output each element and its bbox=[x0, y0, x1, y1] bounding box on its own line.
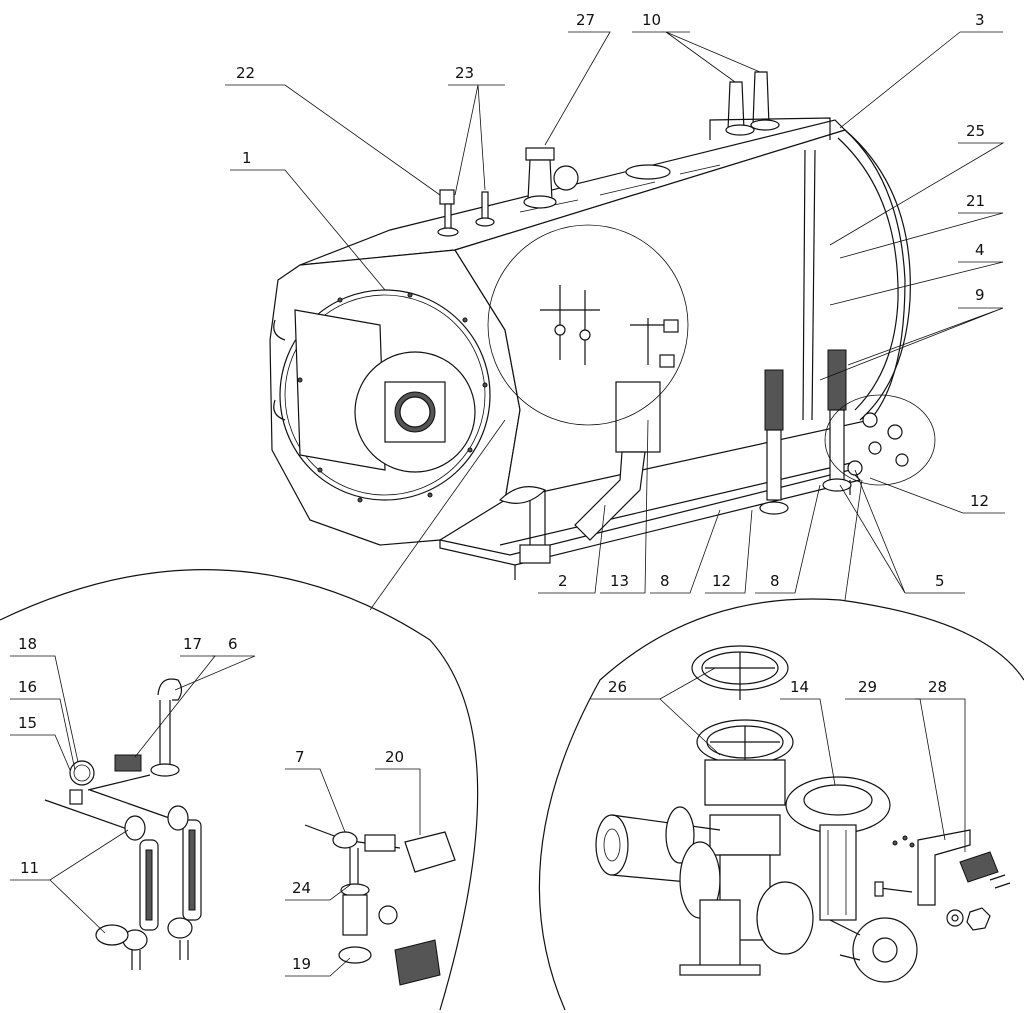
steam-valve-27 bbox=[523, 147, 579, 209]
control-box-13 bbox=[574, 381, 661, 541]
detail-connector-right bbox=[844, 479, 863, 601]
gauge-glass-assembly-small bbox=[540, 285, 679, 368]
detail-marker-circle-left bbox=[487, 224, 689, 426]
callout-12-bottom: 12 bbox=[712, 572, 731, 590]
callout-26: 26 bbox=[608, 678, 627, 696]
callout-8-left: 8 bbox=[660, 572, 670, 590]
callout-16: 16 bbox=[18, 678, 37, 696]
callout-29: 29 bbox=[858, 678, 877, 696]
callout-19: 19 bbox=[292, 955, 311, 973]
callout-9: 9 bbox=[975, 286, 985, 304]
callout-6: 6 bbox=[228, 635, 238, 653]
leader-lines bbox=[10, 31, 1005, 977]
callout-20: 20 bbox=[385, 748, 404, 766]
boiler-body bbox=[269, 71, 911, 580]
detail-left-outline bbox=[0, 568, 479, 1011]
callout-7: 7 bbox=[295, 748, 305, 766]
callout-5: 5 bbox=[935, 572, 945, 590]
detail-connector-left bbox=[369, 419, 506, 611]
callout-10: 10 bbox=[642, 11, 661, 29]
valve-cluster-5 bbox=[847, 412, 909, 476]
callout-4: 4 bbox=[975, 241, 985, 259]
callout-23: 23 bbox=[455, 64, 474, 82]
callout-8-right: 8 bbox=[770, 572, 780, 590]
detail-left-gauge-glasses bbox=[44, 678, 202, 970]
callout-1: 1 bbox=[242, 149, 252, 167]
callout-22: 22 bbox=[236, 64, 255, 82]
detail-marker-circle-right bbox=[824, 394, 936, 486]
callout-15: 15 bbox=[18, 714, 37, 732]
callout-28: 28 bbox=[928, 678, 947, 696]
callout-24: 24 bbox=[292, 879, 311, 897]
callout-17: 17 bbox=[183, 635, 202, 653]
detail-right-valves bbox=[595, 645, 1011, 983]
feed-pumps-9 bbox=[759, 349, 852, 515]
callout-labels: 1 2 3 4 5 6 7 8 8 9 10 11 12 12 13 14 15… bbox=[18, 11, 989, 973]
callout-14: 14 bbox=[790, 678, 809, 696]
top-pipe-3 bbox=[709, 117, 831, 421]
callout-2: 2 bbox=[558, 572, 568, 590]
callout-11: 11 bbox=[20, 859, 39, 877]
detail-right-outline bbox=[538, 598, 1024, 1011]
safety-valves-10 bbox=[725, 71, 780, 136]
fittings-22-23 bbox=[437, 189, 495, 237]
callout-21: 21 bbox=[966, 192, 985, 210]
callout-13: 13 bbox=[610, 572, 629, 590]
detail-left-level-switch bbox=[304, 824, 456, 986]
callout-3: 3 bbox=[975, 11, 985, 29]
callout-12-right: 12 bbox=[970, 492, 989, 510]
callout-18: 18 bbox=[18, 635, 37, 653]
callout-25: 25 bbox=[966, 122, 985, 140]
callout-27: 27 bbox=[576, 11, 595, 29]
manhole bbox=[625, 164, 671, 180]
